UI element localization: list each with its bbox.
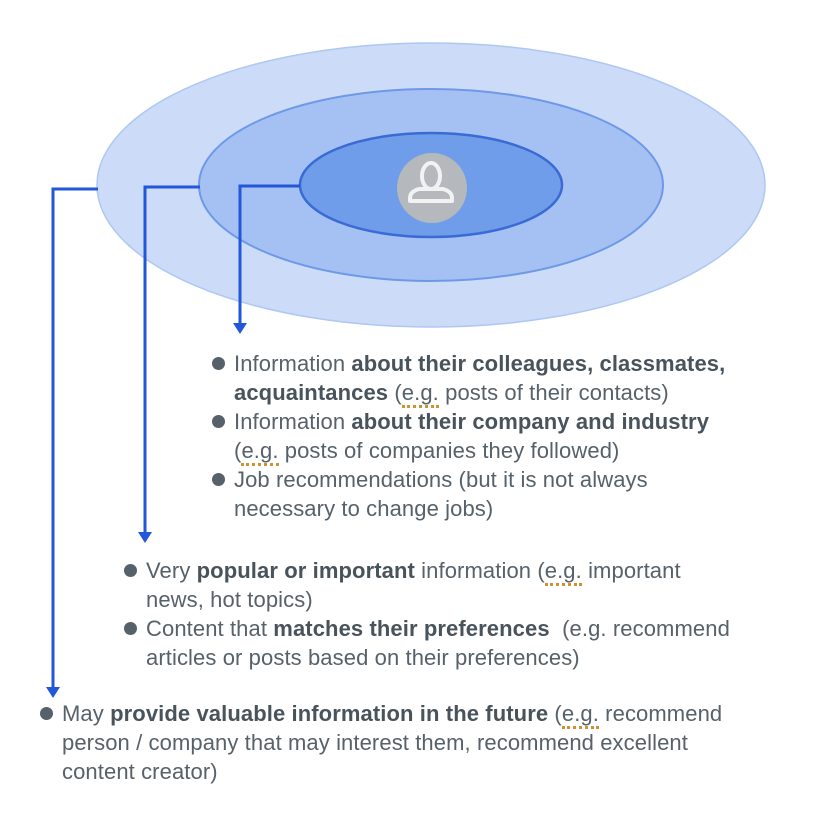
- list-item-text: Information about their colleagues, clas…: [234, 349, 725, 408]
- list-item-text: Job recommendations (but it is not alway…: [234, 467, 648, 521]
- arrowhead-outer: [46, 687, 60, 698]
- bullet-icon: [212, 357, 225, 370]
- list-item-text: Very popular or important information (e…: [146, 558, 681, 612]
- list-item: Information about their company and indu…: [212, 407, 725, 466]
- connector-inner: [238, 184, 300, 325]
- bullet-icon: [40, 707, 53, 720]
- arrowheads: [46, 323, 247, 698]
- bullet-icon: [212, 473, 225, 486]
- bullet-list-middle: Very popular or important information (e…: [124, 556, 730, 672]
- arrowhead-middle: [138, 532, 152, 543]
- list-item-text: Content that matches their preferences (…: [146, 616, 730, 670]
- connector-middle: [143, 185, 200, 534]
- list-item-text: Information about their company and indu…: [234, 407, 709, 466]
- list-item: Information about their colleagues, clas…: [212, 349, 725, 408]
- list-item-text: May provide valuable information in the …: [62, 701, 723, 784]
- connector-arrows: [51, 184, 300, 689]
- list-item: Content that matches their preferences (…: [124, 614, 730, 672]
- bullet-icon: [212, 415, 225, 428]
- arrowhead-inner: [233, 323, 247, 334]
- list-item: Very popular or important information (e…: [124, 556, 730, 614]
- connector-outer: [51, 187, 98, 689]
- bullet-icon: [124, 564, 137, 577]
- person-icon: [408, 161, 454, 203]
- bullet-icon: [124, 622, 137, 635]
- bullet-list-inner: Information about their colleagues, clas…: [212, 349, 725, 523]
- list-item: Job recommendations (but it is not alway…: [212, 465, 725, 523]
- list-item: May provide valuable information in the …: [40, 699, 722, 786]
- bullet-list-outer: May provide valuable information in the …: [40, 699, 722, 786]
